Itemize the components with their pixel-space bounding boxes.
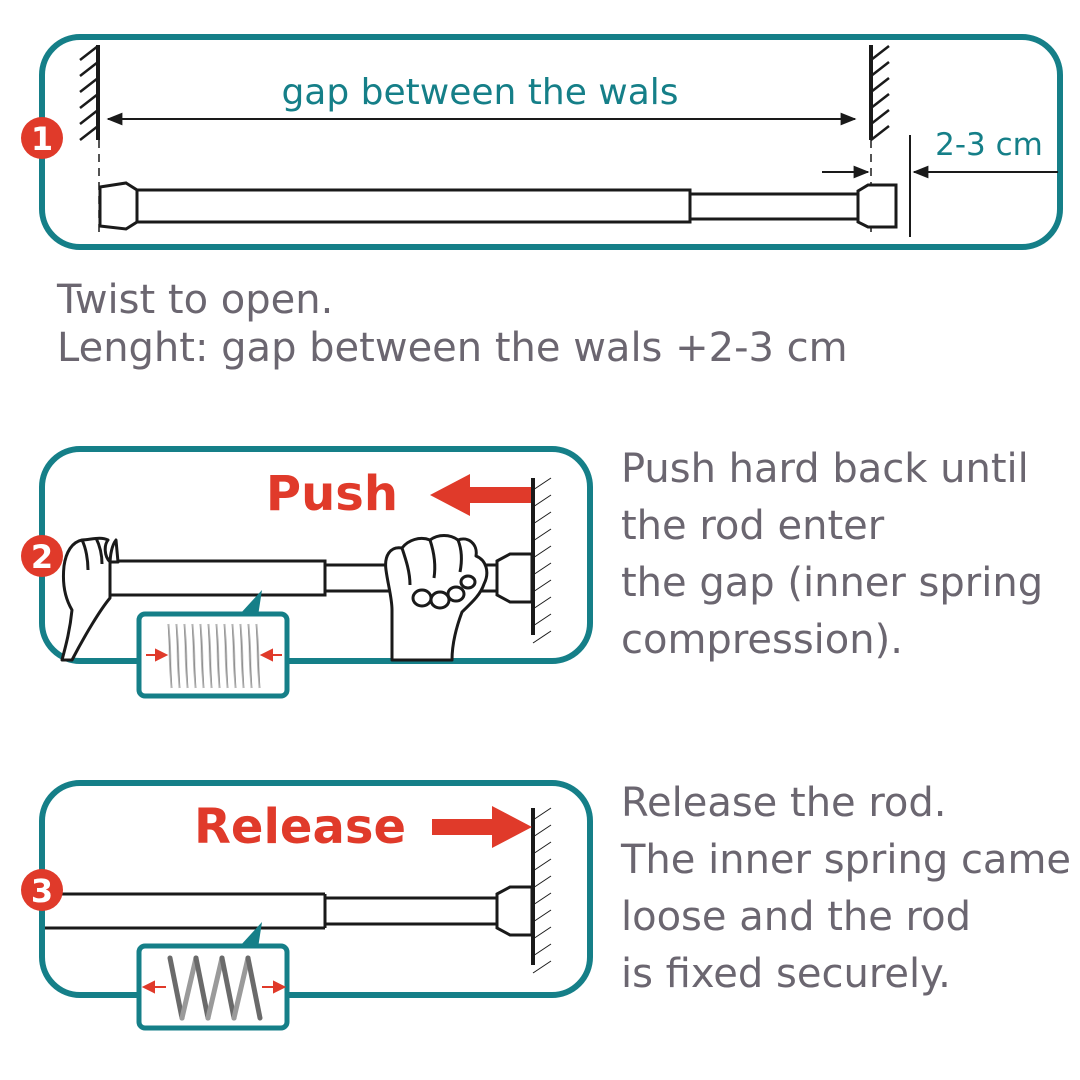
- step-3-badge: [21, 869, 63, 911]
- step-2-wall-hatch-icon: [531, 477, 552, 644]
- step-1-line: Twist to open.: [57, 277, 334, 323]
- left-wall-hatch-icon: [79, 45, 100, 237]
- extended-spring-callout: [136, 922, 290, 1031]
- push-arrow-icon: [430, 474, 531, 516]
- compressed-spring-icon: [166, 623, 262, 689]
- step-3-line: The inner spring came: [621, 837, 1072, 883]
- step-1-instructions: Twist to open. Lenght: gap between the w…: [57, 276, 848, 372]
- step-3-wall-hatch-icon: [531, 807, 552, 974]
- step-1-panel: gap between the wals 2-3 cm 1: [21, 34, 1063, 250]
- extended-spring-icon: [167, 955, 263, 1021]
- step-2-line: compression).: [621, 617, 903, 663]
- step-2-line: the gap (inner spring: [621, 560, 1044, 606]
- step-1-line: Lenght: gap between the wals +2-3 cm: [57, 325, 848, 371]
- compression-arrows-icon: [146, 648, 282, 662]
- step-2-badge-label: 2: [31, 538, 53, 576]
- step-3-line: is fixed securely.: [621, 951, 951, 997]
- step-3-panel: Release 3: [21, 780, 593, 1031]
- step-2-instructions: Push hard back until the rod enter the g…: [621, 441, 1043, 669]
- step-3-rod-icon: [45, 885, 534, 937]
- push-label: Push: [266, 466, 398, 522]
- step-3-instructions: Release the rod. The inner spring came l…: [621, 775, 1071, 1003]
- step-2-panel: Push: [21, 446, 593, 699]
- step-3-line: loose and the rod: [621, 894, 971, 940]
- release-arrow-icon: [432, 806, 532, 848]
- right-hand-icon: [384, 534, 489, 662]
- gap-label: gap between the wals: [281, 72, 678, 113]
- step-2-badge: [21, 535, 63, 577]
- step-2-line: Push hard back until: [621, 446, 1029, 492]
- step-3-line: Release the rod.: [621, 780, 947, 826]
- step-1-badge: [21, 117, 63, 159]
- step-3-badge-label: 3: [31, 872, 53, 910]
- tension-rod-icon: [98, 181, 898, 231]
- step-1-badge-label: 1: [31, 120, 53, 158]
- expansion-arrows-icon: [141, 980, 287, 994]
- extra-length-label: 2-3 cm: [935, 127, 1043, 163]
- left-hand-icon: [60, 536, 120, 662]
- step-2-line: the rod enter: [621, 503, 885, 549]
- release-label: Release: [194, 799, 406, 855]
